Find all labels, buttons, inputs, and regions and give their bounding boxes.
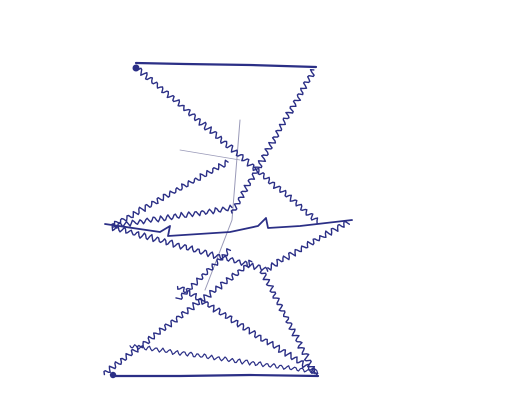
top-bar [134, 61, 318, 69]
wavy-diagonal-short-inner [175, 248, 232, 300]
wavy-diagonal-top-left-to-right [135, 66, 319, 224]
wavy-diagonal-center-to-left [111, 204, 233, 229]
wavy-diamond-left-upper [111, 159, 229, 228]
wavy-diagonal-top-right-to-center [230, 69, 315, 214]
wavy-diagonal-center-to-bottom-left [103, 259, 253, 376]
wavy-diamond-right-lower [267, 220, 350, 271]
bottom-bar [110, 373, 320, 378]
ink-dot-bottom-left [109, 371, 117, 379]
pencil-guide-line [179, 149, 241, 161]
wavy-diagonal-bottom-fan [129, 344, 319, 375]
wavy-diagonal-left-to-bottom-right [176, 285, 316, 375]
ink-dot-top-left [132, 64, 140, 72]
zigzag-line [104, 217, 353, 237]
wavy-diamond-left-lower [111, 225, 269, 272]
wavy-diagonal-lower-right [259, 269, 318, 377]
